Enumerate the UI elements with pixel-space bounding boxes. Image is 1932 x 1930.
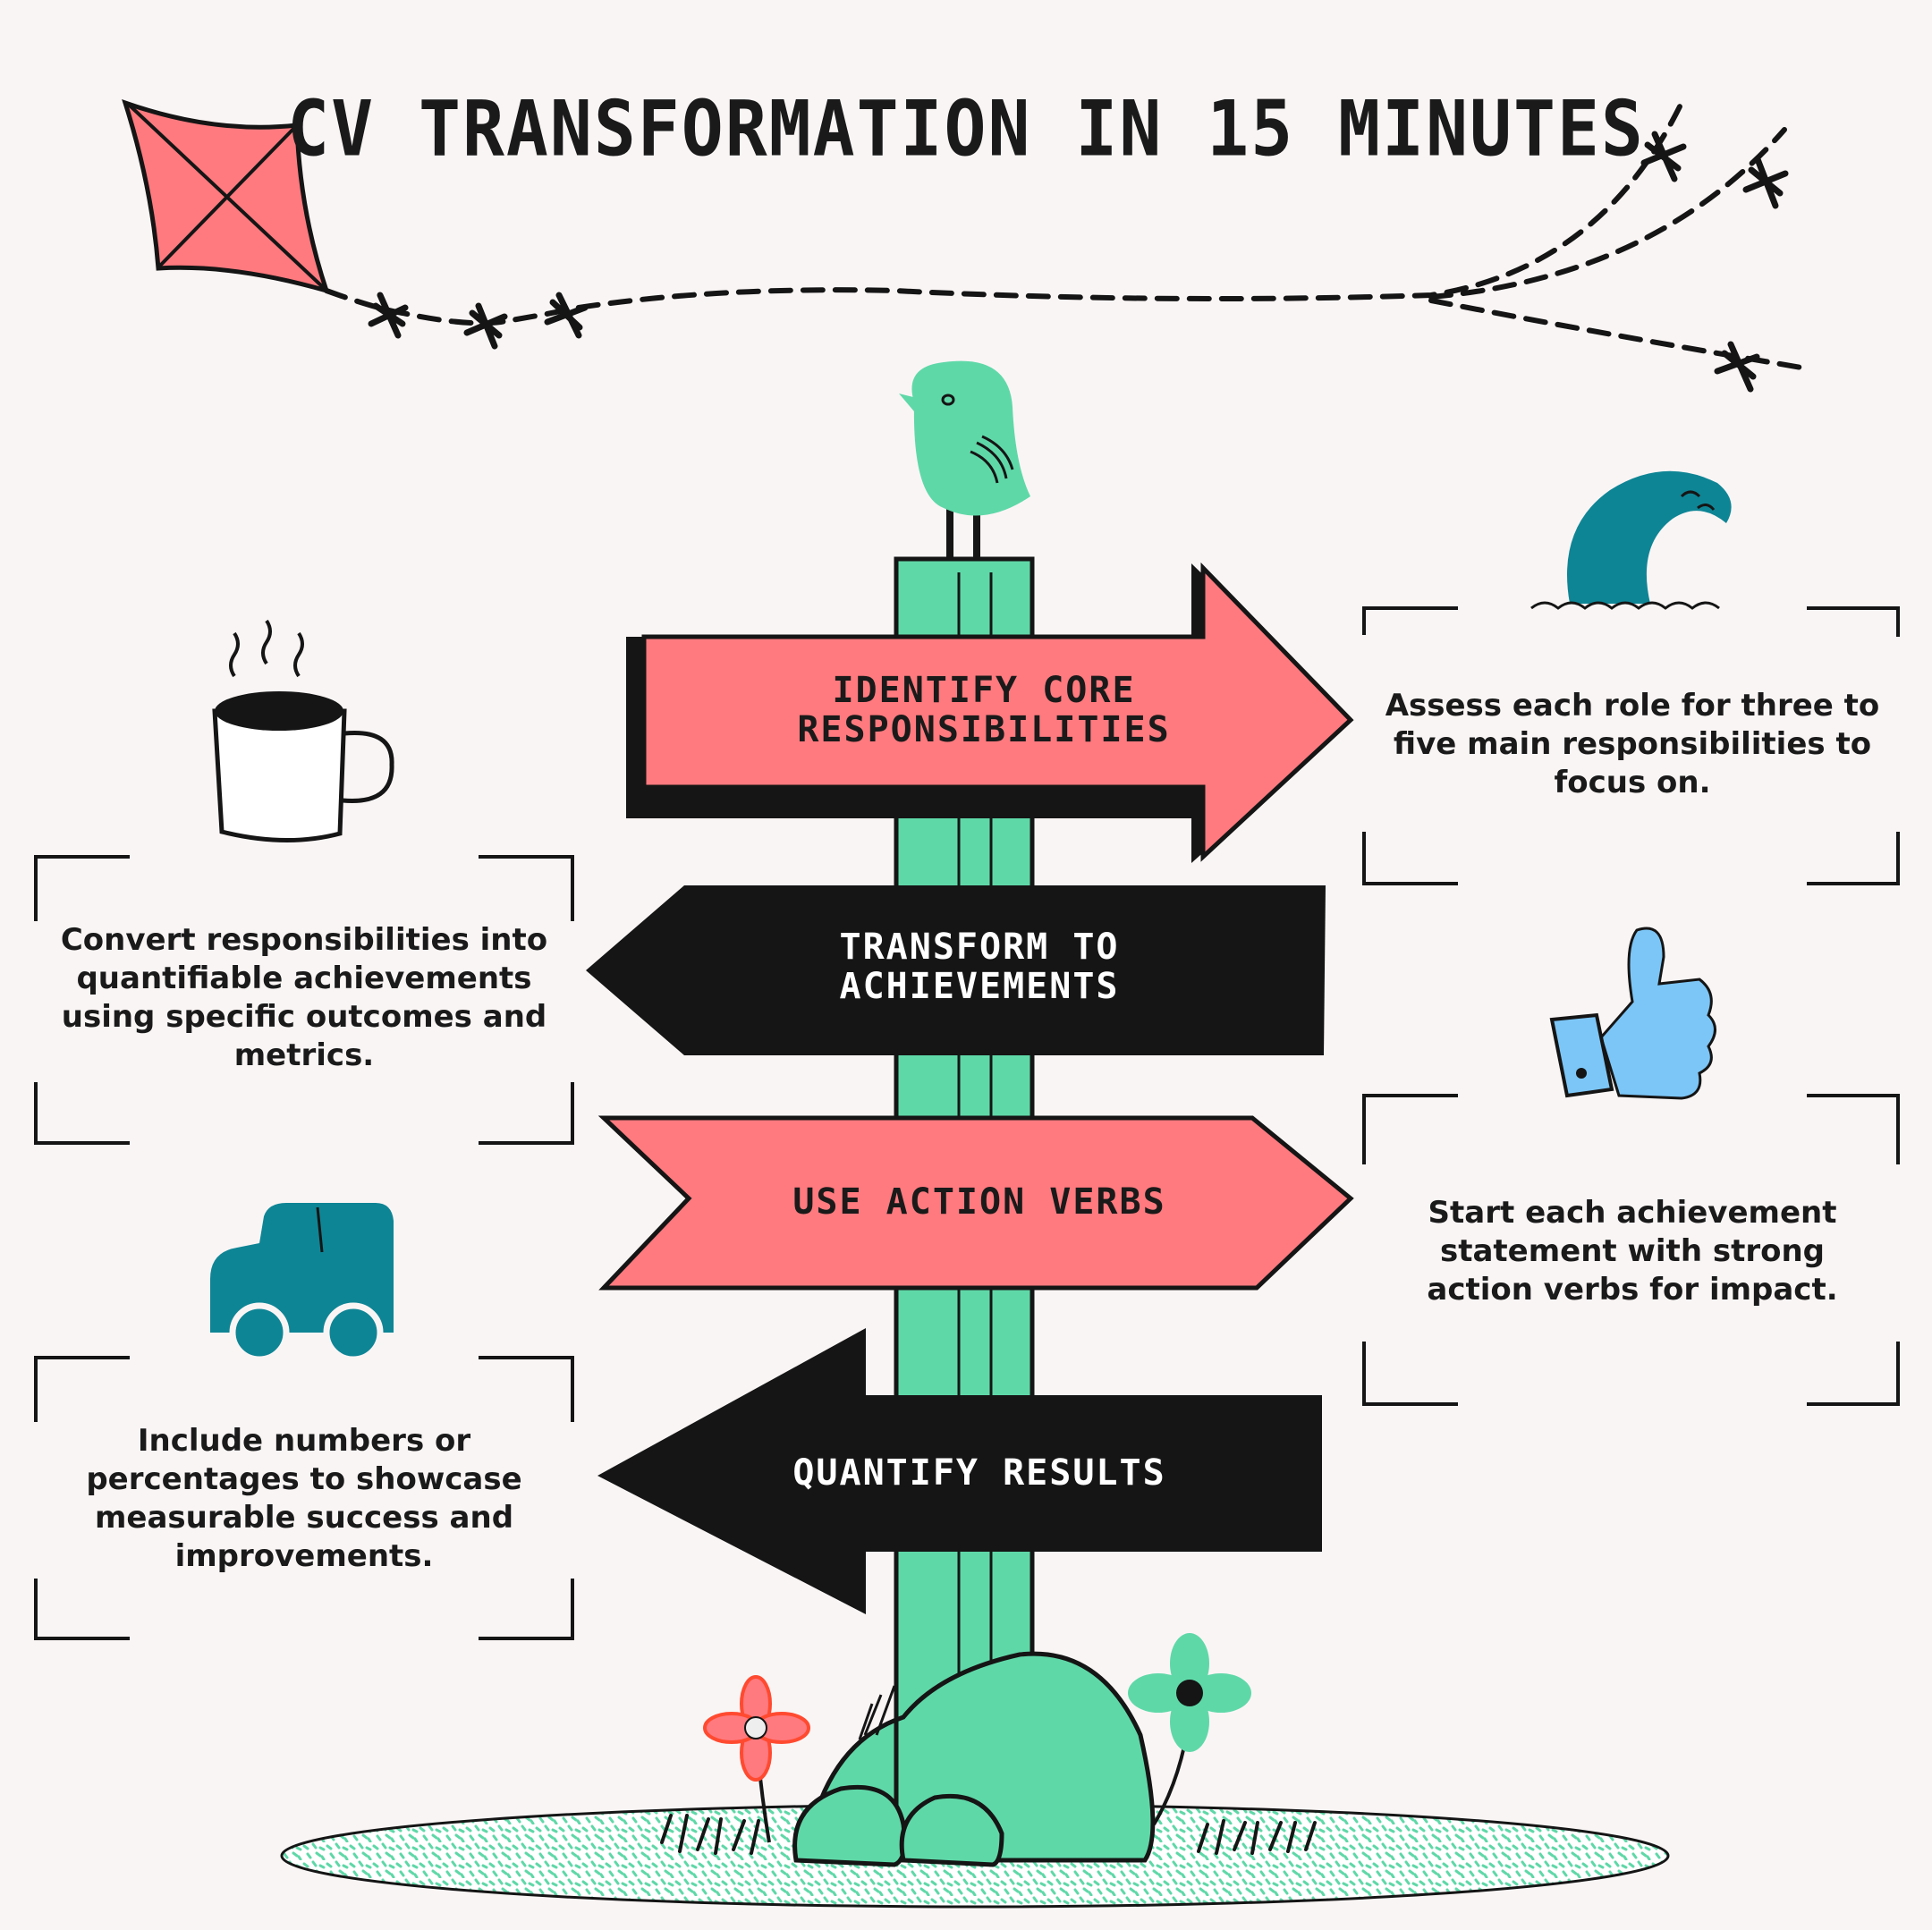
coffee-mug-icon (212, 619, 394, 842)
description-include-numbers: Include numbers or percentages to showca… (86, 1423, 522, 1574)
thumbs-up-icon (1549, 927, 1716, 1100)
car-icon (210, 1203, 394, 1363)
wave-icon (1530, 470, 1732, 610)
sign-label-quantify-results: QUANTIFY RESULTS (792, 1452, 1166, 1494)
sign-use-action-verbs (597, 1115, 1354, 1291)
sign-quantify-results (597, 1328, 1322, 1614)
string-star-marks (368, 131, 1789, 393)
page-title: CV TRANSFORMATION IN 15 MINUTES (287, 85, 1645, 174)
sign-label-use-action-verbs: USE ACTION VERBS (792, 1181, 1166, 1223)
description-frames (34, 606, 1900, 1640)
sign-identify-core-responsibilities (626, 562, 1354, 863)
description-assess-roles: Assess each role for three to five main … (1385, 688, 1880, 800)
sign-label-transform-to-achievements: TRANSFORM TO ACHIEVEMENTS (839, 927, 1120, 1007)
sign-transform-to-achievements (586, 885, 1326, 1055)
description-convert-responsibilities: Convert responsibilities into quantifiab… (60, 922, 548, 1073)
flower-icon-2 (1128, 1633, 1251, 1826)
sign-label-identify-core-responsibilities: IDENTIFY CORE RESPONSIBILITIES (797, 670, 1171, 750)
bird-icon (899, 360, 1030, 559)
flower-icon (703, 1675, 810, 1843)
description-action-verbs: Start each achievement statement with st… (1427, 1195, 1838, 1308)
grass-icon (660, 1814, 1317, 1855)
rock-icon (792, 1651, 1156, 1867)
